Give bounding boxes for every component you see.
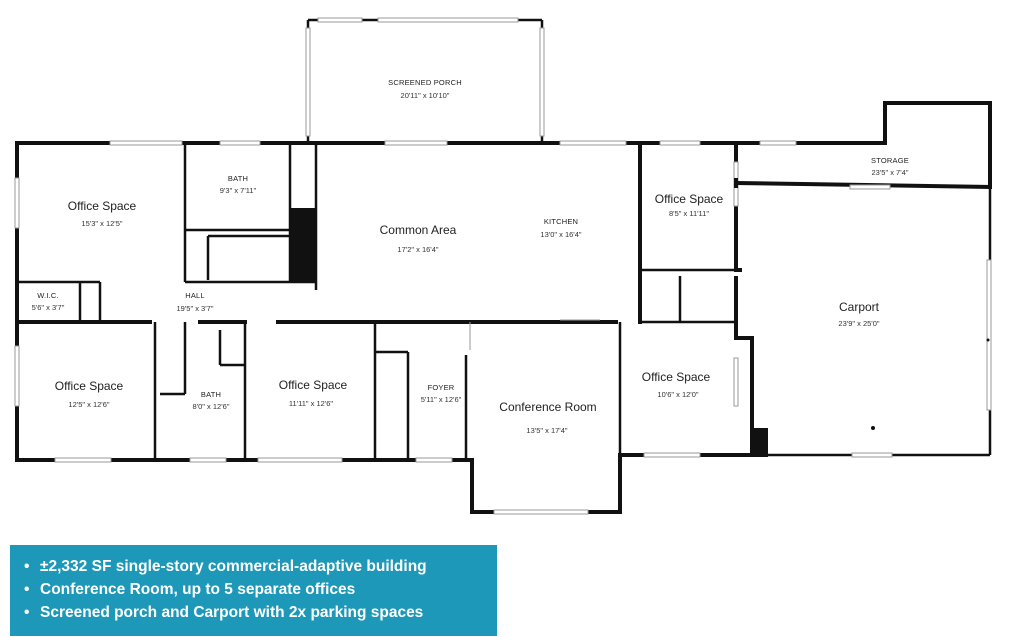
screened-porch-label: SCREENED PORCH (388, 78, 462, 87)
info-bullet: ±2,332 SF single-story commercial-adapti… (24, 555, 487, 578)
office-nw-label: Office Space (68, 199, 137, 213)
screened-porch-walls (305, 17, 545, 143)
floor-plan: SCREENED PORCH 20'11" x 10'10" Office Sp… (14, 17, 993, 515)
interior-walls (15, 141, 738, 460)
bath-north-label: BATH (228, 174, 248, 183)
room-labels: SCREENED PORCH 20'11" x 10'10" Office Sp… (32, 78, 909, 435)
bath-south-dims: 8'0" x 12'6" (193, 402, 230, 411)
office-sw-dims: 12'5" x 12'6" (68, 400, 109, 409)
bath-north-dims: 9'3" x 7'11" (220, 186, 257, 195)
office-sw-label: Office Space (55, 379, 124, 393)
conference-room-label: Conference Room (499, 400, 596, 414)
kitchen-label: KITCHEN (544, 217, 578, 226)
storage-carport-walls (733, 101, 993, 458)
office-ne-dims: 8'5" x 11'11" (669, 209, 709, 218)
office-s-dims: 11'11" x 12'6" (289, 399, 334, 408)
info-bullet-list: ±2,332 SF single-story commercial-adapti… (24, 555, 487, 624)
office-s-label: Office Space (279, 378, 348, 392)
screened-porch-dims: 20'11" x 10'10" (401, 91, 450, 100)
wic-dims: 5'6" x 3'7" (32, 303, 65, 312)
office-ne-label: Office Space (655, 192, 724, 206)
office-se-label: Office Space (642, 370, 711, 384)
bath-south-label: BATH (201, 390, 221, 399)
foyer-dims: 5'11" x 12'6" (421, 395, 462, 404)
conference-room-dims: 13'5" x 17'4" (526, 426, 567, 435)
storage-label: STORAGE (871, 156, 909, 165)
hall-dims: 19'5" x 3'7" (177, 304, 214, 313)
wic-label: W.I.C. (37, 291, 59, 300)
storage-dims: 23'5" x 7'4" (872, 168, 909, 177)
carport-dims: 23'9" x 25'0" (838, 319, 879, 328)
kitchen-dims: 13'0" x 16'4" (540, 230, 581, 239)
exterior-walls (14, 140, 768, 515)
office-nw-dims: 15'3" x 12'5" (81, 219, 122, 228)
foyer-label: FOYER (428, 383, 455, 392)
common-area-label: Common Area (380, 223, 457, 237)
office-se-dims: 10'6" x 12'0" (657, 390, 698, 399)
info-bullet: Conference Room, up to 5 separate office… (24, 578, 487, 601)
hall-label: HALL (185, 291, 205, 300)
carport-label: Carport (839, 300, 880, 314)
info-panel: ±2,332 SF single-story commercial-adapti… (10, 545, 497, 636)
info-bullet: Screened porch and Carport with 2x parki… (24, 601, 487, 624)
common-area-dims: 17'2" x 16'4" (397, 245, 438, 254)
